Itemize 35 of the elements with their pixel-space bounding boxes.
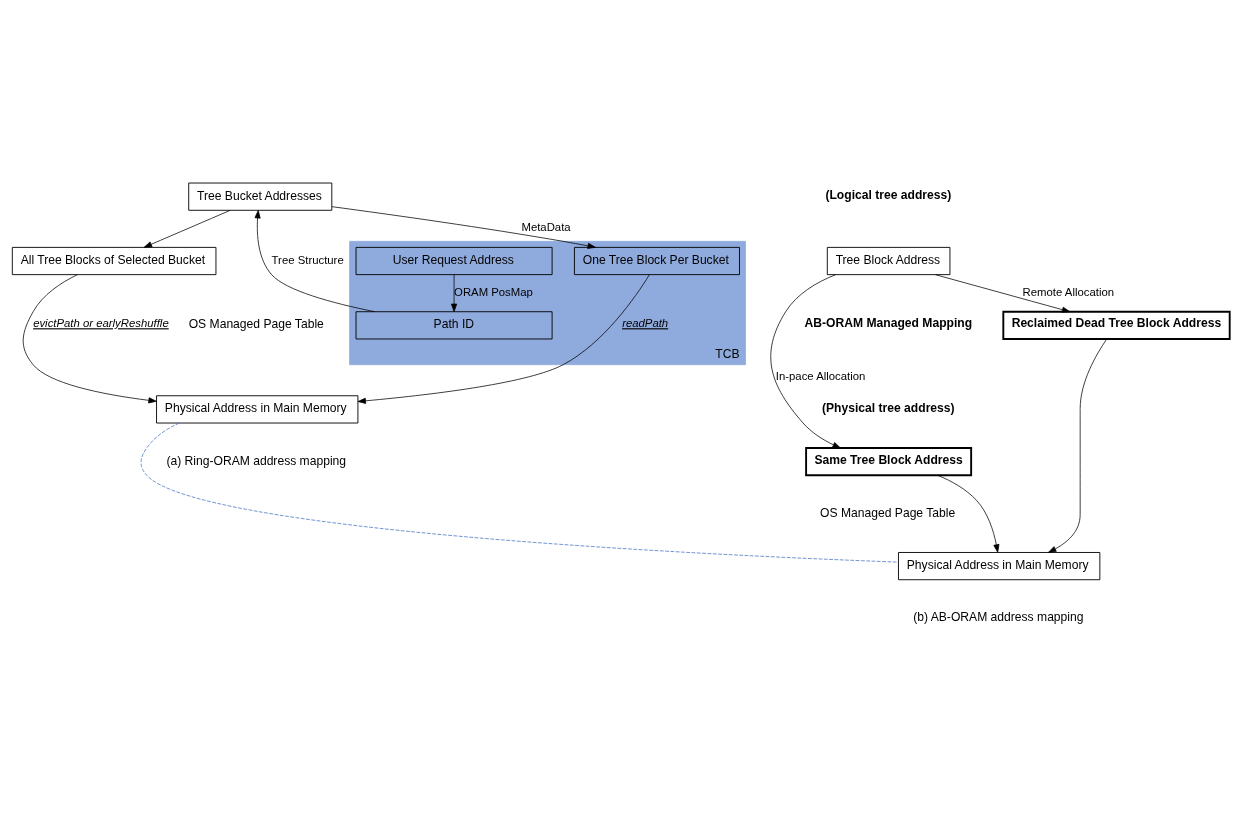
node-box: Same Tree Block Address xyxy=(805,447,973,477)
label: AB-ORAM Managed Mapping xyxy=(804,316,973,331)
arrow xyxy=(935,274,1071,313)
arrow xyxy=(143,210,231,248)
node-box: Tree Bucket Addresses xyxy=(188,182,333,211)
edge-label: Remote Allocation xyxy=(1022,285,1115,298)
label: OS Managed Page Table xyxy=(820,505,956,520)
node-box: User Request Address xyxy=(355,246,553,276)
edge-label: Tree Structure xyxy=(271,253,344,266)
connector xyxy=(140,422,899,563)
label: (a) Ring-ORAM address mapping xyxy=(166,453,347,468)
arrow xyxy=(451,274,458,312)
node-box: Physical Address in Main Memory xyxy=(898,552,1101,581)
node-box: Physical Address in Main Memory xyxy=(156,395,359,424)
label: (b) AB-ORAM address mapping xyxy=(913,610,1084,625)
label: (Physical tree address) xyxy=(822,400,955,415)
node-box: Reclaimed Dead Tree Block Address xyxy=(1002,310,1231,340)
label: OS Managed Page Table xyxy=(188,317,324,332)
edge-label: evictPath or earlyReshuffle xyxy=(33,317,169,330)
arrow xyxy=(254,210,376,313)
node-box: All Tree Blocks of Selected Bucket xyxy=(11,246,217,276)
arrow xyxy=(357,274,650,404)
edge-label: ORAM PosMap xyxy=(454,285,533,298)
node-box: Tree Block Address xyxy=(826,246,951,276)
node-box: Path ID xyxy=(355,311,553,340)
edge-label: In-pace Allocation xyxy=(775,369,866,382)
arrow xyxy=(331,206,596,249)
label: (Logical tree address) xyxy=(825,187,952,202)
edge-label: MetaData xyxy=(521,221,571,234)
edge-label: readPath xyxy=(622,317,669,330)
arrow xyxy=(770,274,841,449)
arrow xyxy=(937,474,1000,553)
arrow xyxy=(22,274,157,404)
node-box: One Tree Block Per Bucket xyxy=(574,246,740,276)
arrow xyxy=(1048,338,1108,553)
